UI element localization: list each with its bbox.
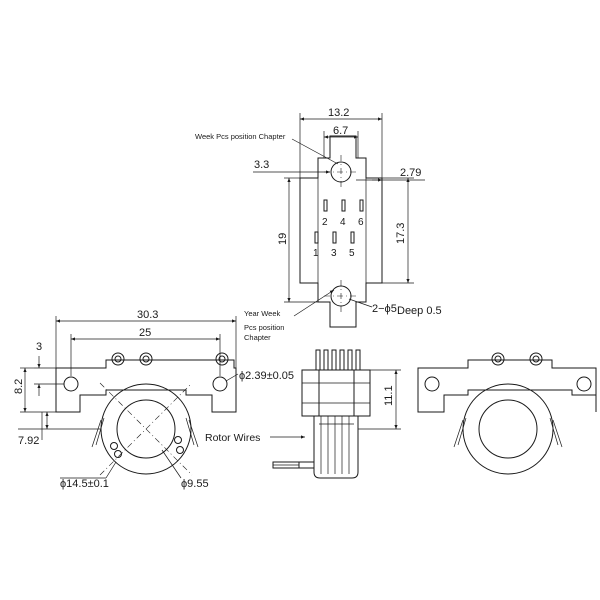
dim-top-right-offset: 2.79 <box>400 167 421 179</box>
front-mount-hole-right <box>212 376 228 392</box>
dim-front-outer-dia: ϕ14.5±0.1 <box>60 478 109 490</box>
note-hole-deep: Deep 0.5 <box>397 305 442 317</box>
rear-inner-ring <box>478 399 538 459</box>
dim-front-width-total: 30.3 <box>137 309 158 321</box>
front-inner-ring <box>116 399 176 459</box>
dim-front-bottom: 7.92 <box>18 435 39 447</box>
note-year-line1: Year Week <box>244 309 281 318</box>
side-view: 11.1 <box>272 349 401 479</box>
pin-6 <box>359 199 364 212</box>
pin-label-1: 1 <box>313 248 319 259</box>
front-view: 30.3 25 3 8.2 7.92 ϕ2.39±0.05 ϕ14.5±0.1 … <box>13 309 294 490</box>
dim-top-width-total: 13.2 <box>328 107 349 119</box>
top-view: 2 4 6 1 3 5 13.2 6.7 3.3 2.79 19 <box>195 107 442 342</box>
rear-outer-ring <box>462 383 554 475</box>
front-tab-mid <box>139 352 153 366</box>
dim-top-width-inner: 6.7 <box>333 125 348 137</box>
label-rotor-wires: Rotor Wires <box>205 432 260 444</box>
rear-mount-hole-right <box>576 376 592 392</box>
dim-front-hole-offset: 3 <box>36 341 42 353</box>
front-mount-hole-left <box>63 376 79 392</box>
note-year-line3: Chapter <box>244 333 271 342</box>
dim-top-left-offset: 3.3 <box>254 159 269 171</box>
dim-front-height: 8.2 <box>13 379 25 394</box>
note-year-line2: Pcs position <box>244 323 284 332</box>
dim-side-height: 11.1 <box>383 385 395 406</box>
pin-label-2: 2 <box>322 217 328 228</box>
dim-top-height-right: 17.3 <box>395 223 407 244</box>
pin-4 <box>341 199 346 212</box>
dim-front-inner-dia: ϕ9.55 <box>181 478 209 490</box>
note-week-position: Week Pcs position Chapter <box>195 132 286 141</box>
pin-5 <box>350 231 355 244</box>
pin-label-4: 4 <box>340 217 346 228</box>
dim-top-height-left: 19 <box>277 233 289 245</box>
front-tab-left <box>111 352 125 366</box>
pin-1 <box>314 231 319 244</box>
dim-front-hole-pitch: 25 <box>139 327 151 339</box>
pin-2 <box>323 199 328 212</box>
rear-mount-hole-left <box>424 376 440 392</box>
pin-label-3: 3 <box>331 248 337 259</box>
pin-label-6: 6 <box>358 217 364 228</box>
pin-3 <box>332 231 337 244</box>
pin-label-5: 5 <box>349 248 355 259</box>
rear-view <box>417 352 597 475</box>
note-hole-callout: 2−ϕ5 <box>372 303 397 315</box>
front-tab-right <box>215 352 229 366</box>
dim-front-hole-dia: ϕ2.39±0.05 <box>239 370 294 382</box>
